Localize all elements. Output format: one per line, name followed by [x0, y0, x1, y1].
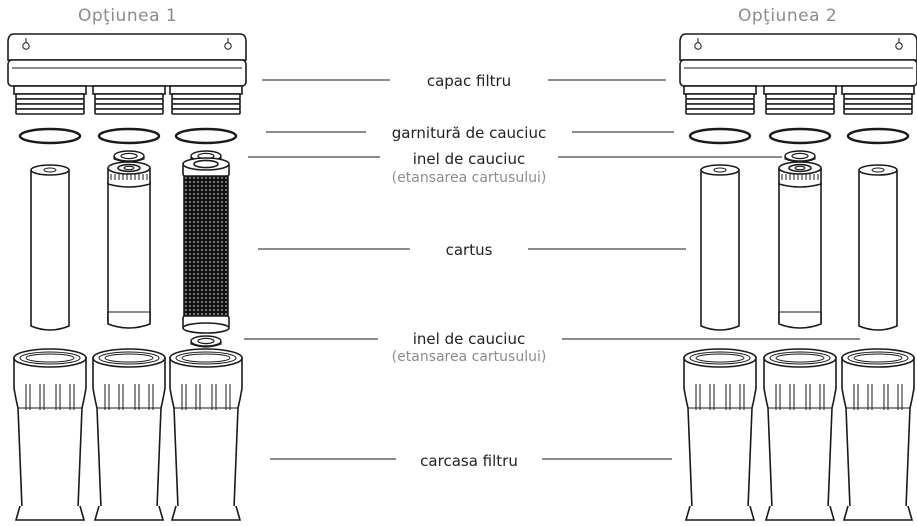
option1-rubber-gasket: [97, 127, 161, 145]
label-rubber-ring-bottom: inel de cauciuc: [412, 330, 526, 348]
option1-cartridge-sediment: [30, 164, 70, 331]
option2-rubber-gasket: [768, 127, 832, 145]
option1-filter-cap: [7, 33, 247, 115]
option2-filter-cap: [679, 33, 917, 115]
option-1-title: Opţiunea 1: [78, 6, 178, 26]
option2-rubber-ring-top: [784, 150, 816, 163]
option2-filter-housing: [763, 348, 837, 521]
option1-filter-housing: [169, 348, 243, 521]
label-filter-housing: carcasa filtru: [420, 452, 518, 470]
option2-filter-housing: [841, 348, 915, 521]
option1-rubber-ring-top: [113, 150, 145, 163]
option2-cartridge-carbon-block: [778, 161, 822, 329]
label-rubber-ring-top: inel de cauciuc: [412, 150, 526, 168]
option2-filter-housing: [683, 348, 757, 521]
option2-cartridge-sediment: [700, 164, 740, 331]
option-2-title: Opţiunea 2: [738, 6, 838, 26]
option2-cartridge-sediment: [858, 164, 898, 331]
option1-rubber-gasket: [18, 127, 82, 145]
option1-cartridge-carbon-mesh: [182, 157, 230, 334]
label-cartridge: cartus: [445, 241, 493, 259]
label-rubber-gasket: garnitură de cauciuc: [391, 124, 547, 142]
option1-rubber-gasket: [174, 127, 238, 145]
option1-cartridge-carbon-block: [107, 161, 151, 329]
option1-rubber-ring-bottom: [190, 335, 222, 348]
option2-rubber-gasket: [846, 127, 910, 145]
label-rubber-ring-bottom-note: (etansarea cartusului): [391, 349, 547, 365]
label-rubber-ring-top-note: (etansarea cartusului): [391, 170, 547, 186]
option1-filter-housing: [92, 348, 166, 521]
label-filter-cap: capac filtru: [426, 72, 512, 90]
option2-rubber-gasket: [688, 127, 752, 145]
option1-filter-housing: [13, 348, 87, 521]
